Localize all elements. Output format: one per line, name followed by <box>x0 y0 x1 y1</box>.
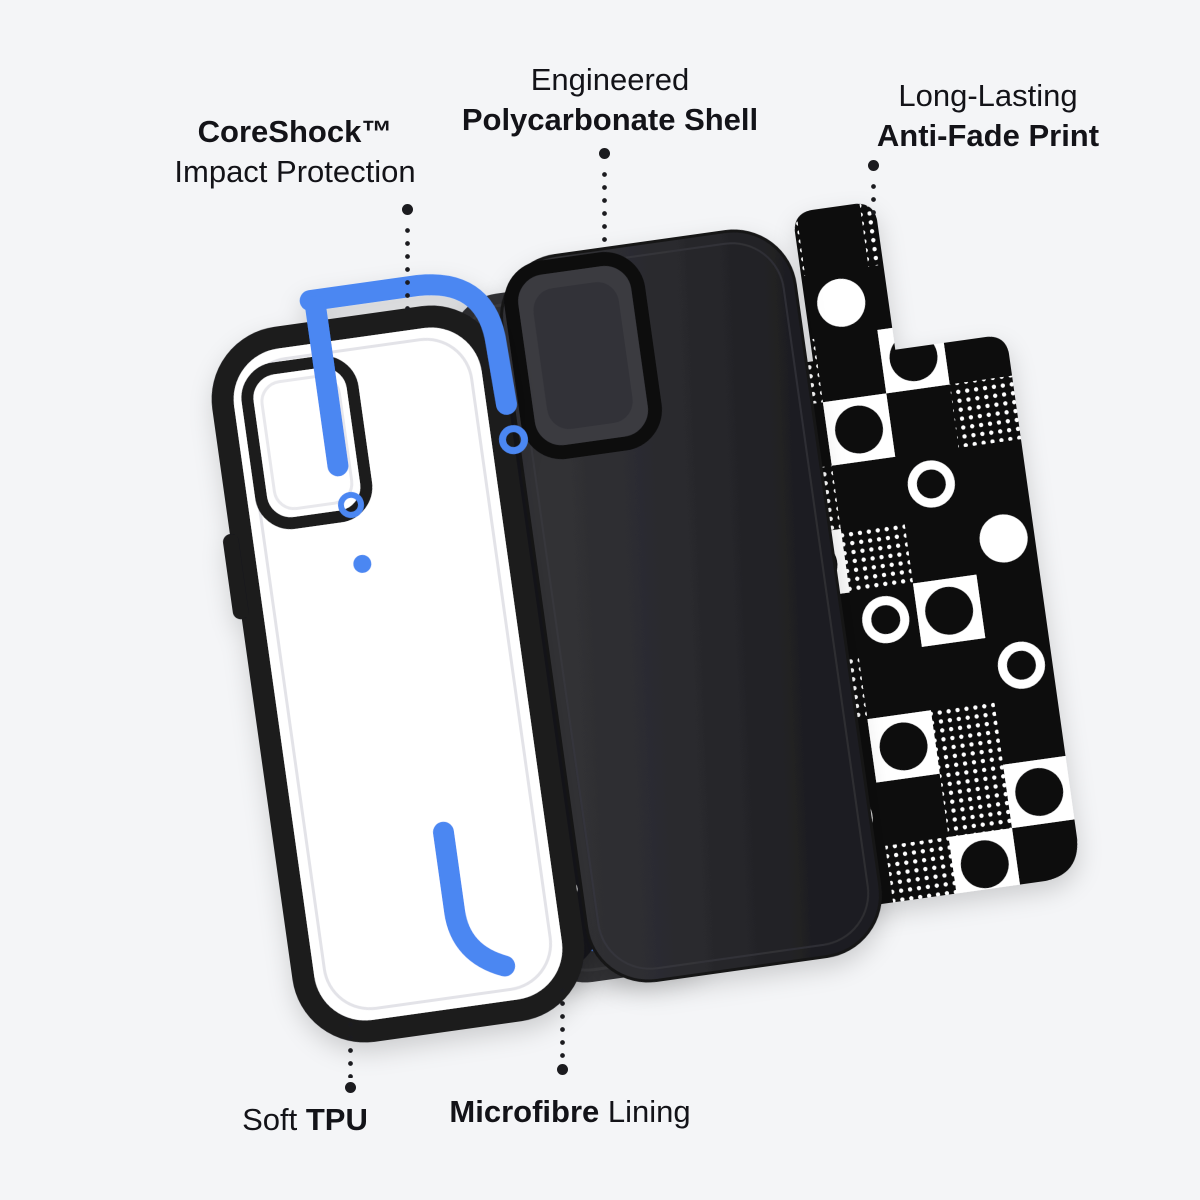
label-soft-tpu: Soft TPU <box>160 1100 450 1140</box>
coreshock-top-bumper <box>299 274 518 415</box>
label-microfibre-lining: Microfibre Lining <box>400 1092 740 1132</box>
label-coreshock-line1: CoreShock™ <box>197 114 393 149</box>
print-callout-line <box>871 180 876 220</box>
label-coreshock-line2: Impact Protection <box>174 153 416 189</box>
tpu-callout-dot <box>345 1082 356 1093</box>
print-callout-dot <box>868 160 879 171</box>
coreshock-callout-line <box>405 224 410 310</box>
coreshock-insert-bar <box>305 295 349 477</box>
coreshock-bottom-bumper <box>432 821 516 977</box>
label-shell-line1: Engineered <box>530 62 690 97</box>
lining-callout-line <box>560 984 565 1060</box>
camera-cutout-clear <box>241 355 373 530</box>
label-lining-bold: Microfibre <box>449 1094 600 1129</box>
clear-case-layer <box>211 274 585 1043</box>
lens-accent-ring <box>338 491 365 518</box>
label-tpu-bold: TPU <box>305 1102 368 1137</box>
label-print-line1: Long-Lasting <box>898 78 1078 113</box>
label-print-line2: Anti-Fade Print <box>876 117 1100 153</box>
tpu-callout-line <box>348 1018 353 1078</box>
polycarbonate-shell-layer <box>500 229 882 983</box>
shell-callout-line <box>602 168 607 244</box>
lining-callout-dot <box>557 1064 568 1075</box>
label-coreshock: CoreShock™ Impact Protection <box>115 112 475 191</box>
coreshock-ring <box>499 425 529 455</box>
label-lining-normal: Lining <box>599 1094 691 1129</box>
label-anti-fade-print: Long-Lasting Anti-Fade Print <box>788 76 1188 155</box>
shell-callout-dot <box>599 148 610 159</box>
case-side-button <box>222 533 249 620</box>
label-shell-line2: Polycarbonate Shell <box>461 101 759 137</box>
label-polycarbonate-shell: Engineered Polycarbonate Shell <box>425 60 795 139</box>
label-tpu-normal: Soft <box>242 1102 306 1137</box>
coreshock-callout-dot <box>402 204 413 215</box>
button-accent-dot <box>353 554 372 573</box>
